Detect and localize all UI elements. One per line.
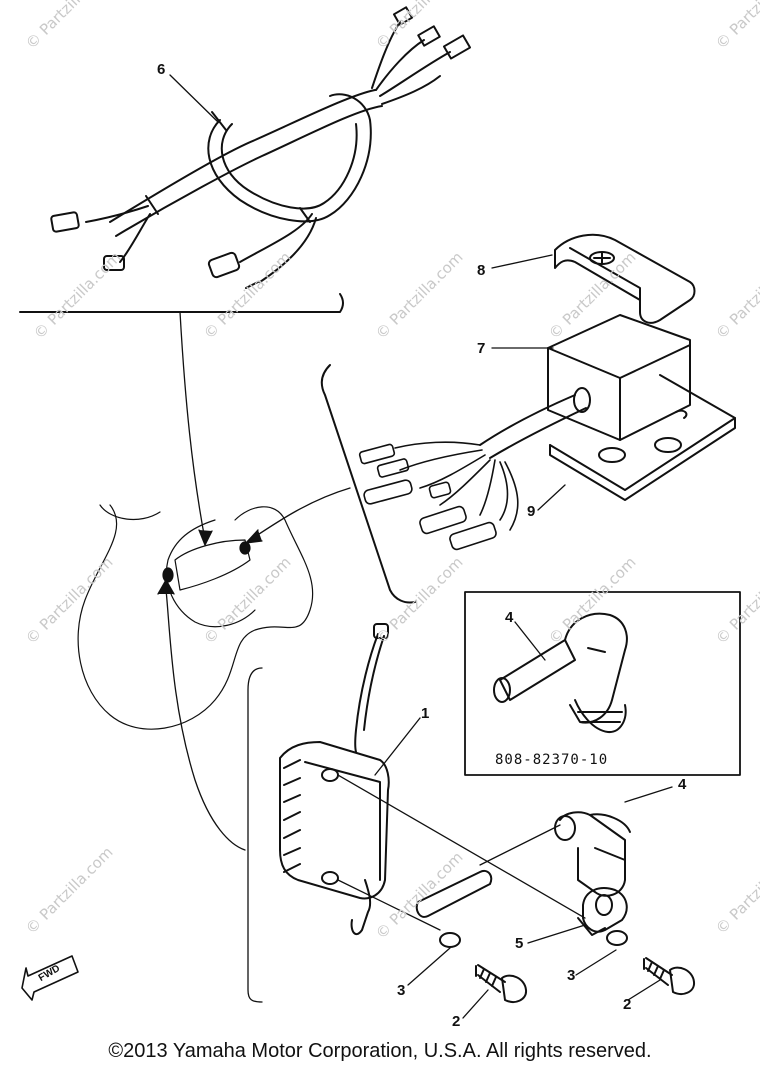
wire-harness-6 [20,7,470,312]
callout-8: 8 [477,262,486,279]
callout-3-right: 3 [567,967,576,984]
screw-2 [476,958,694,1002]
callout-2-left: 2 [452,1013,461,1030]
inset-part-number: 808-82370-10 [495,752,609,768]
cdi-unit-7 [322,315,690,603]
callout-4-inset: 4 [505,609,514,626]
fwd-arrow-icon [22,956,78,1000]
inset-spark-plug-cap [465,592,740,775]
spark-plug-cap-4 [555,812,630,896]
cdi-leads [359,442,518,551]
callout-1: 1 [421,705,430,722]
clamp-5 [578,888,627,935]
bracket-8 [555,235,695,323]
routing-arrows [158,312,350,1002]
callout-9: 9 [527,503,536,520]
callout-7: 7 [477,340,486,357]
callout-5: 5 [515,935,524,952]
callout-3-left: 3 [397,982,406,999]
engine-outline [78,505,313,729]
copyright-notice: ©2013 Yamaha Motor Corporation, U.S.A. A… [108,1040,652,1062]
mounting-plate-9 [550,375,735,500]
callout-leaders [170,75,672,1018]
callout-4: 4 [678,776,687,793]
ignition-coil-1 [280,624,585,934]
callout-2-right: 2 [623,996,632,1013]
washer-3 [440,931,627,947]
callout-6: 6 [157,61,166,78]
